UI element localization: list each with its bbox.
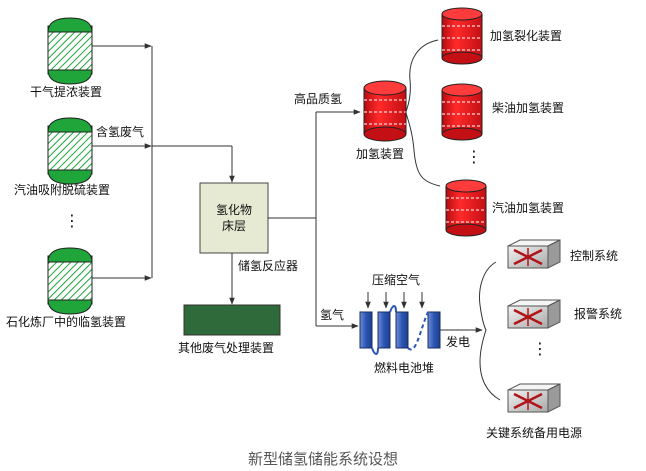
label-refinery-unit: 石化炼厂中的临氢装置 xyxy=(6,314,126,329)
hydride-reactor-box xyxy=(199,182,269,254)
label-hydrogenation-unit: 加氢装置 xyxy=(356,146,404,161)
label-hydrocracking-unit: 加氢裂化装置 xyxy=(490,28,562,43)
label-control-system: 控制系统 xyxy=(570,249,618,263)
label-hydrogen-waste-gas: 含氢废气 xyxy=(96,124,144,139)
systems-brace xyxy=(479,261,501,401)
alarm-system-switch-icon xyxy=(507,299,561,329)
green-tank-dry-gas xyxy=(47,17,93,85)
label-alarm-system: 报警系统 xyxy=(574,306,622,321)
label-other-waste-gas-unit: 其他废气处理装置 xyxy=(178,340,274,355)
red-tank-gasoline xyxy=(445,179,487,237)
label-backup-power: 关键系统备用电源 xyxy=(486,426,582,440)
waste-gas-unit-box xyxy=(183,304,281,336)
label-hydrogen-storage-reactor: 储氢反应器 xyxy=(238,258,298,273)
red-tank-cracking xyxy=(441,7,483,65)
label-hydrogen: 氢气 xyxy=(320,307,344,322)
label-power-generation: 发电 xyxy=(446,334,470,349)
figure-caption: 新型储氢储能系统设想 xyxy=(248,450,398,468)
compressed-air-arrows xyxy=(365,292,425,309)
fuel-cell-stack xyxy=(359,305,441,355)
systems-ellipsis: ⋮ xyxy=(532,339,548,358)
green-tank-gasoline xyxy=(47,117,93,185)
red-tank-hydrogenation xyxy=(363,80,407,142)
label-fuel-cell-stack: 燃料电池堆 xyxy=(374,360,434,375)
hydrogenation-ellipsis: ⋮ xyxy=(466,147,482,166)
green-tank-refinery xyxy=(47,247,93,315)
hydrogenation-brace xyxy=(405,39,441,187)
backup-power-switch-icon xyxy=(507,383,561,413)
control-system-switch-icon xyxy=(507,239,561,269)
label-diesel-hydrogenation: 柴油加氢装置 xyxy=(492,100,564,115)
label-compressed-air: 压缩空气 xyxy=(372,272,420,287)
label-gasoline-hydrogenation: 汽油加氢装置 xyxy=(492,200,564,215)
red-tank-diesel xyxy=(441,83,483,141)
reactor-line1: 氢化物 xyxy=(216,202,252,217)
source-collector-lines xyxy=(92,43,235,281)
label-high-quality-hydrogen: 高品质氢 xyxy=(294,91,342,106)
reactor-outlet-lines xyxy=(268,109,361,329)
reactor-line2: 床层 xyxy=(222,219,246,233)
label-dry-gas: 干气提浓装置 xyxy=(30,84,102,99)
source-ellipsis: ⋮ xyxy=(64,211,80,230)
label-gasoline-desulfurization: 汽油吸附脱硫装置 xyxy=(14,182,110,197)
